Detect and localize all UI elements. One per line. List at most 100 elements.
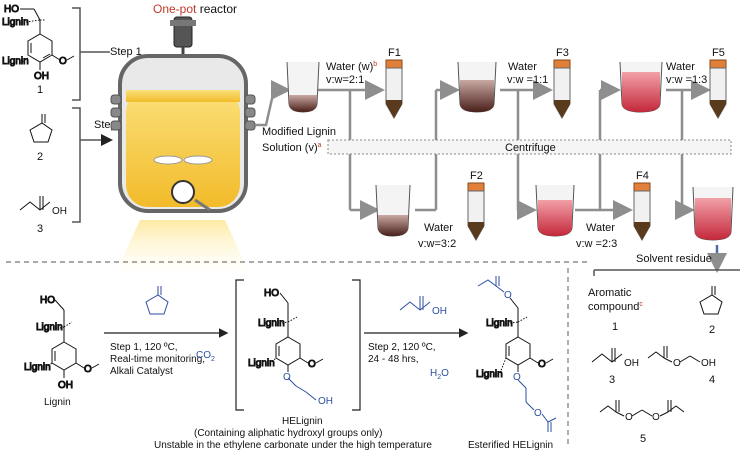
scheme-co2: CO2 (196, 350, 215, 363)
solvent-residue-label: Solvent residue (636, 253, 712, 265)
beaker-residue (692, 186, 734, 241)
centrifuge-band (327, 139, 732, 155)
propionic-acid-structure (19, 196, 51, 211)
product3-oh: OH (624, 358, 639, 369)
tube-f3 (553, 59, 571, 120)
product4-o: O (673, 358, 681, 369)
scheme-ethylene-carbonate (145, 286, 169, 315)
svg-text:O: O (308, 359, 316, 370)
ester-ether-o: O (513, 372, 521, 383)
scheme-step1-l1: Step 1, 120 ºC, (110, 342, 178, 353)
reactor-vessel (110, 16, 256, 275)
product-number-2: 2 (709, 324, 715, 336)
reactant-number-3: 3 (37, 223, 43, 235)
water-w-label: Water (w)b (326, 61, 377, 73)
water-f3-label: Water (508, 61, 537, 73)
helignin-brackets (235, 279, 361, 411)
beaker-f4-stage (535, 184, 575, 237)
svg-text:Lignin: Lignin (24, 362, 51, 373)
product5-o2: O (652, 412, 660, 423)
product-number-5: 5 (640, 433, 646, 445)
helignin-structure: HO Lignin O Lignin (248, 288, 324, 401)
product4-oh: OH (701, 358, 716, 369)
scheme-step1-l2: Real-time monitoring, (110, 354, 205, 365)
label-f3: F3 (556, 47, 569, 59)
tube-f1 (385, 59, 403, 120)
ratio-f5: v:w =1:3 (666, 74, 707, 86)
scheme-propionic-acid (399, 296, 431, 311)
svg-text:OH: OH (58, 380, 73, 391)
esterified-label: Esterified HELignin (468, 440, 553, 451)
tube-f2 (467, 182, 485, 242)
compound-label: compoundc (588, 301, 643, 313)
svg-text:Lignin: Lignin (476, 369, 503, 380)
product-number-1: 1 (612, 321, 618, 333)
reactor-title: One-pot reactor (153, 2, 237, 16)
product-number-4: 4 (709, 374, 715, 386)
esterified-helignin-structure: Lignin O Lignin (476, 276, 557, 432)
scheme-lignin-caption: Lignin (44, 397, 71, 408)
beaker-f3-stage (457, 61, 497, 113)
scheme-acid-oh: OH (432, 306, 447, 317)
scheme-step1-l3: Alkali Catalyst (110, 366, 173, 377)
product-3-structure (591, 348, 623, 363)
solution-v-label: Solution (v)a (262, 142, 322, 154)
product-5-structure (599, 400, 685, 417)
lignin-label-ring: Lignin (2, 56, 29, 67)
beaker-f2-stage (375, 184, 411, 237)
product-2-structure (699, 286, 723, 315)
helignin-ether-o: O (283, 372, 291, 383)
helignin-note: (Containing aliphatic hydroxyl groups on… (194, 428, 382, 439)
svg-text:HO: HO (264, 288, 279, 299)
reactant-number-1: 1 (37, 84, 43, 96)
svg-text:Lignin: Lignin (36, 322, 63, 333)
water-f5-label: Water (666, 61, 695, 73)
scheme-h2o: H2O (430, 368, 449, 381)
reactant-lignin-structure: HO Lignin O OH Lignin (2, 4, 75, 83)
tube-f4 (633, 182, 651, 242)
beaker-f5-stage (619, 61, 663, 113)
ester-o-bottom: O (534, 408, 542, 419)
label-f4: F4 (636, 170, 649, 182)
product-4-structure (647, 346, 701, 363)
step1-label: Step 1 (110, 46, 142, 58)
tube-f5 (709, 59, 727, 120)
label-f1: F1 (388, 47, 401, 59)
ratio-f2: v:w=3:2 (418, 238, 456, 250)
ratio-f4: v:w =2:3 (576, 238, 617, 250)
water-f4-label: Water (586, 222, 615, 234)
product5-o1: O (625, 412, 633, 423)
svg-text:Lignin: Lignin (248, 358, 275, 369)
lignin-label-top: Lignin (2, 17, 29, 28)
centrifuge-label: Centrifuge (505, 142, 556, 154)
svg-text:Lignin: Lignin (486, 318, 513, 329)
label-f2: F2 (470, 170, 483, 182)
beaker-initial (286, 61, 320, 113)
modified-lignin-label: Modified Lignin (262, 126, 336, 138)
svg-text:O: O (84, 364, 92, 375)
ratio-f1: v:w=2:1 (326, 74, 364, 86)
oh-label: OH (34, 71, 49, 82)
unstable-note: Unstable in the ethylene carbonate under… (154, 440, 432, 451)
scheme-step2-l2: 24 - 48 hrs, (368, 354, 419, 365)
aromatic-label: Aromatic (588, 287, 632, 299)
water-f2-label: Water (424, 222, 453, 234)
ome-label: O (59, 56, 67, 67)
label-f5: F5 (712, 47, 725, 59)
ester-o-top: O (504, 290, 512, 301)
ho-label: HO (4, 4, 19, 15)
scheme-lignin-structure: HO Lignin O OH Lignin (24, 295, 100, 392)
reactant-number-2: 2 (37, 151, 43, 163)
step-brackets (72, 7, 113, 223)
helignin-label: HELignin (282, 416, 323, 427)
helignin-oh: OH (318, 396, 333, 407)
ethylene-carbonate-structure (29, 114, 53, 143)
ratio-f3: v:w =1:1 (507, 74, 548, 86)
svg-text:O: O (538, 359, 546, 370)
svg-text:HO: HO (40, 295, 55, 306)
acid-oh-label: OH (52, 206, 67, 217)
scheme-step2-l1: Step 2, 120 ºC, (368, 342, 436, 353)
svg-text:Lignin: Lignin (258, 318, 285, 329)
product-number-3: 3 (609, 374, 615, 386)
